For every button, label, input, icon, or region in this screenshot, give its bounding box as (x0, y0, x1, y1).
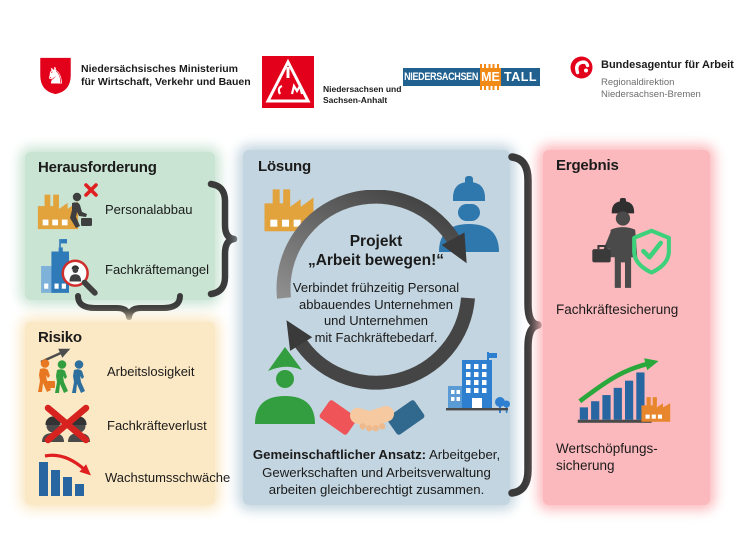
approach-text-block: Gemeinschaftlicher Ansatz: Arbeitgeber, … (247, 446, 506, 499)
risk-title: Risiko (38, 329, 82, 346)
nsm-niedersachsen-block: NIEDERSACHSEN (403, 68, 480, 86)
growth-decline-icon (39, 453, 91, 496)
nsm-me-block: ME (480, 68, 501, 86)
nsm-teeth-bottom (480, 86, 501, 90)
approach-line1: Gemeinschaftlicher Ansatz: Arbeitgeber, (247, 446, 506, 464)
unemployment-icon (38, 348, 85, 393)
down-brace (75, 293, 183, 320)
project-description-line: mit Fachkräftebedarf. (314, 329, 438, 345)
challenge-brace (207, 180, 238, 298)
nsm-tall-block: TALL (501, 68, 540, 86)
risk-item-label: Fachkräfteverlust (107, 418, 207, 433)
approach-line3: arbeiten gleichberechtigt zusammen. (268, 482, 485, 497)
project-description-line: und Unternehmen (323, 313, 429, 328)
challenge-item-label: Fachkräftemangel (105, 262, 210, 277)
risk-item-label: Wachstumsschwäche (105, 470, 231, 485)
value-creation-growth-icon (577, 358, 671, 423)
skilled-worker-loss-icon (42, 404, 90, 444)
approach-line2: Gewerkschaften und Arbeitsverwaltung (262, 464, 491, 480)
bundesagentur-sub1: Regionaldirektion (601, 77, 675, 88)
ministry-logo: ♞ Niedersächsisches Ministerium für Wirt… (38, 56, 251, 96)
bundesagentur-sub2: Niedersachsen-Bremen (601, 88, 701, 100)
igmetall-triangle-icon (262, 56, 314, 108)
challenge-item-label: Personalabbau (105, 202, 193, 217)
result-item-label: Fachkräftesicherung (556, 302, 679, 317)
project-description-line: Verbindet frühzeitig Personal (292, 280, 460, 295)
result-title: Ergebnis (556, 157, 619, 174)
bundesagentur-a-icon (570, 56, 593, 79)
svg-text:♞: ♞ (45, 64, 65, 90)
project-line1: Projekt (349, 233, 403, 250)
nsm-teeth-top (480, 64, 501, 68)
risk-panel: Risiko Arbeitslosigkeit Fachkräfteverlus… (25, 322, 230, 505)
handshake-icon (319, 400, 425, 435)
igmetall-logo: Niedersachsen und Sachsen-Anhalt (262, 56, 401, 108)
factory-layoff-icon (37, 183, 98, 230)
challenge-panel: Herausforderung Personalabbau F (25, 152, 215, 300)
niedersachsenmetall-logo: NIEDERSACHSEN ME TALL (403, 64, 540, 90)
bundesagentur-name: Bundesagentur für Arbeit (601, 59, 734, 71)
office-building-icon (446, 352, 510, 413)
lower-saxony-crest-icon: ♞ (40, 57, 71, 95)
craftsman-icon (255, 347, 315, 424)
ministry-name-line1: Niedersächsisches Ministerium (81, 63, 238, 75)
result-item-label-line1: Wertschöpfungs- (556, 441, 658, 456)
result-panel: Ergebnis Fachkräftesicherung (543, 150, 710, 505)
project-text-block: Projekt „Arbeit bewegen!“ Verbindet früh… (281, 232, 471, 346)
bundesagentur-logo: Bundesagentur für Arbeit Regionaldirekti… (570, 56, 734, 100)
result-item-label-line2: sicherung (556, 458, 615, 473)
skilled-worker-search-icon (41, 239, 98, 296)
project-description-line: abbauendes Unternehmen (299, 296, 453, 312)
risk-item-label: Arbeitslosigkeit (107, 364, 195, 379)
secured-worker-shield-icon (592, 198, 671, 288)
solution-panel: Lösung Projekt „Arbeit bewegen!“ Verbind… (243, 150, 510, 505)
approach-line1-rest: Arbeitgeber, (426, 447, 501, 462)
cycle-arrows-icon (276, 190, 475, 390)
igmetall-region-line1: Niedersachsen und (323, 84, 402, 94)
solution-brace (508, 153, 542, 497)
igmetall-region-line2: Sachsen-Anhalt (323, 94, 388, 105)
solution-title: Lösung (258, 158, 311, 175)
ministry-name-line2: für Wirtschaft, Verkehr und Bauen (81, 76, 251, 88)
challenge-title: Herausforderung (38, 159, 157, 176)
result-item-label: Wertschöpfungs- sicherung (556, 440, 658, 474)
approach-bold: Gemeinschaftlicher Ansatz: (252, 447, 427, 462)
project-line2: „Arbeit bewegen!“ (307, 252, 445, 269)
